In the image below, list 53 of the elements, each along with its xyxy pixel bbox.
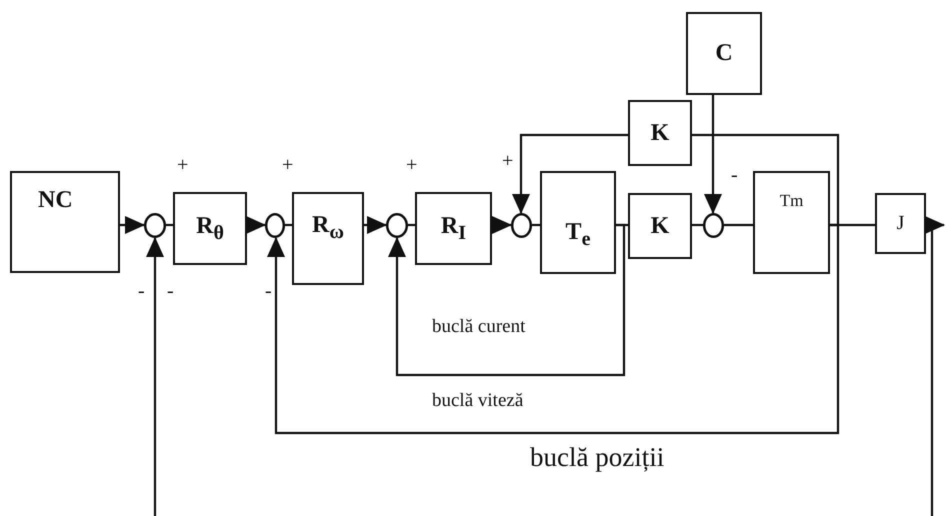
- sign-label: +: [406, 154, 418, 177]
- block-label: R$_{θ}$: [196, 212, 224, 244]
- block-label: K: [650, 212, 670, 240]
- block-box: [753, 171, 830, 274]
- summing-junction: [265, 213, 285, 238]
- sign-label: +: [502, 150, 514, 173]
- signal-arrow: [246, 216, 266, 234]
- loop-label: buclă poziții: [530, 442, 664, 473]
- block-label: R$_{ω}$: [312, 212, 344, 244]
- signal-arrow: [388, 224, 626, 376]
- signal-arrow: [364, 216, 387, 234]
- sign-label: -: [731, 164, 738, 187]
- summing-junction: [386, 213, 408, 238]
- block-box: [415, 192, 492, 265]
- signal-arrow: [120, 216, 145, 234]
- sign-label: -: [167, 280, 174, 303]
- sign-label: +: [177, 154, 188, 177]
- summing-junction: [703, 213, 724, 238]
- block-box: [686, 12, 762, 95]
- block-label: C: [715, 40, 733, 67]
- block-box: [875, 193, 926, 254]
- signal-line: [724, 224, 753, 226]
- block-label: T$_{e}$: [566, 218, 590, 250]
- block-box: [628, 193, 692, 259]
- signal-arrow: [267, 224, 840, 434]
- block-label: NC: [38, 187, 73, 214]
- block-box: [173, 192, 247, 265]
- block-box: [10, 171, 120, 273]
- summing-junction: [511, 213, 532, 238]
- signal-arrow: [512, 134, 628, 214]
- signal-arrow: [925, 216, 945, 234]
- signal-arrow: [704, 95, 722, 214]
- block-label: K: [650, 120, 670, 146]
- loop-label: buclă viteză: [432, 390, 524, 412]
- summing-junction: [144, 213, 166, 238]
- signal-arrow: [492, 216, 512, 234]
- block-label: R$_{I}$: [440, 212, 466, 244]
- signal-line: [166, 224, 173, 226]
- signal-line: [408, 224, 415, 226]
- signal-line: [285, 224, 292, 226]
- loop-label: buclă curent: [432, 316, 526, 338]
- signal-line: [532, 224, 540, 226]
- sign-label: -: [265, 280, 272, 303]
- signal-line: [692, 134, 840, 226]
- block-box: [628, 100, 692, 166]
- signal-line: [692, 224, 703, 226]
- sign-label: -: [138, 280, 145, 303]
- block-label: Tm: [780, 191, 804, 211]
- sign-label: +: [282, 154, 294, 177]
- signal-arrow: [146, 237, 164, 516]
- block-box: [292, 192, 364, 285]
- block-label: J: [896, 212, 904, 235]
- block-box: [540, 171, 616, 274]
